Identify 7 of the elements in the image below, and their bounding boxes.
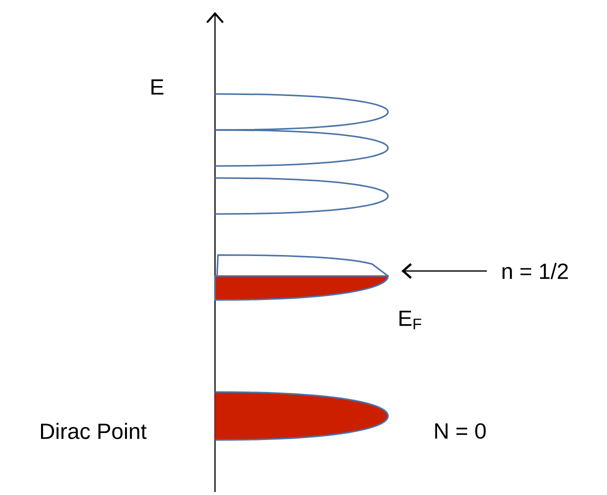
axis-label: Dirac Point (41, 422, 147, 440)
level-label: n = 1/2 (502, 262, 568, 280)
axis-label: N = 0 (435, 423, 486, 439)
fermi-level-drawing (214, 254, 389, 301)
arrow (401, 263, 487, 279)
axis-label: E$_{F}$ (400, 310, 422, 330)
axis-label: E (151, 79, 164, 95)
